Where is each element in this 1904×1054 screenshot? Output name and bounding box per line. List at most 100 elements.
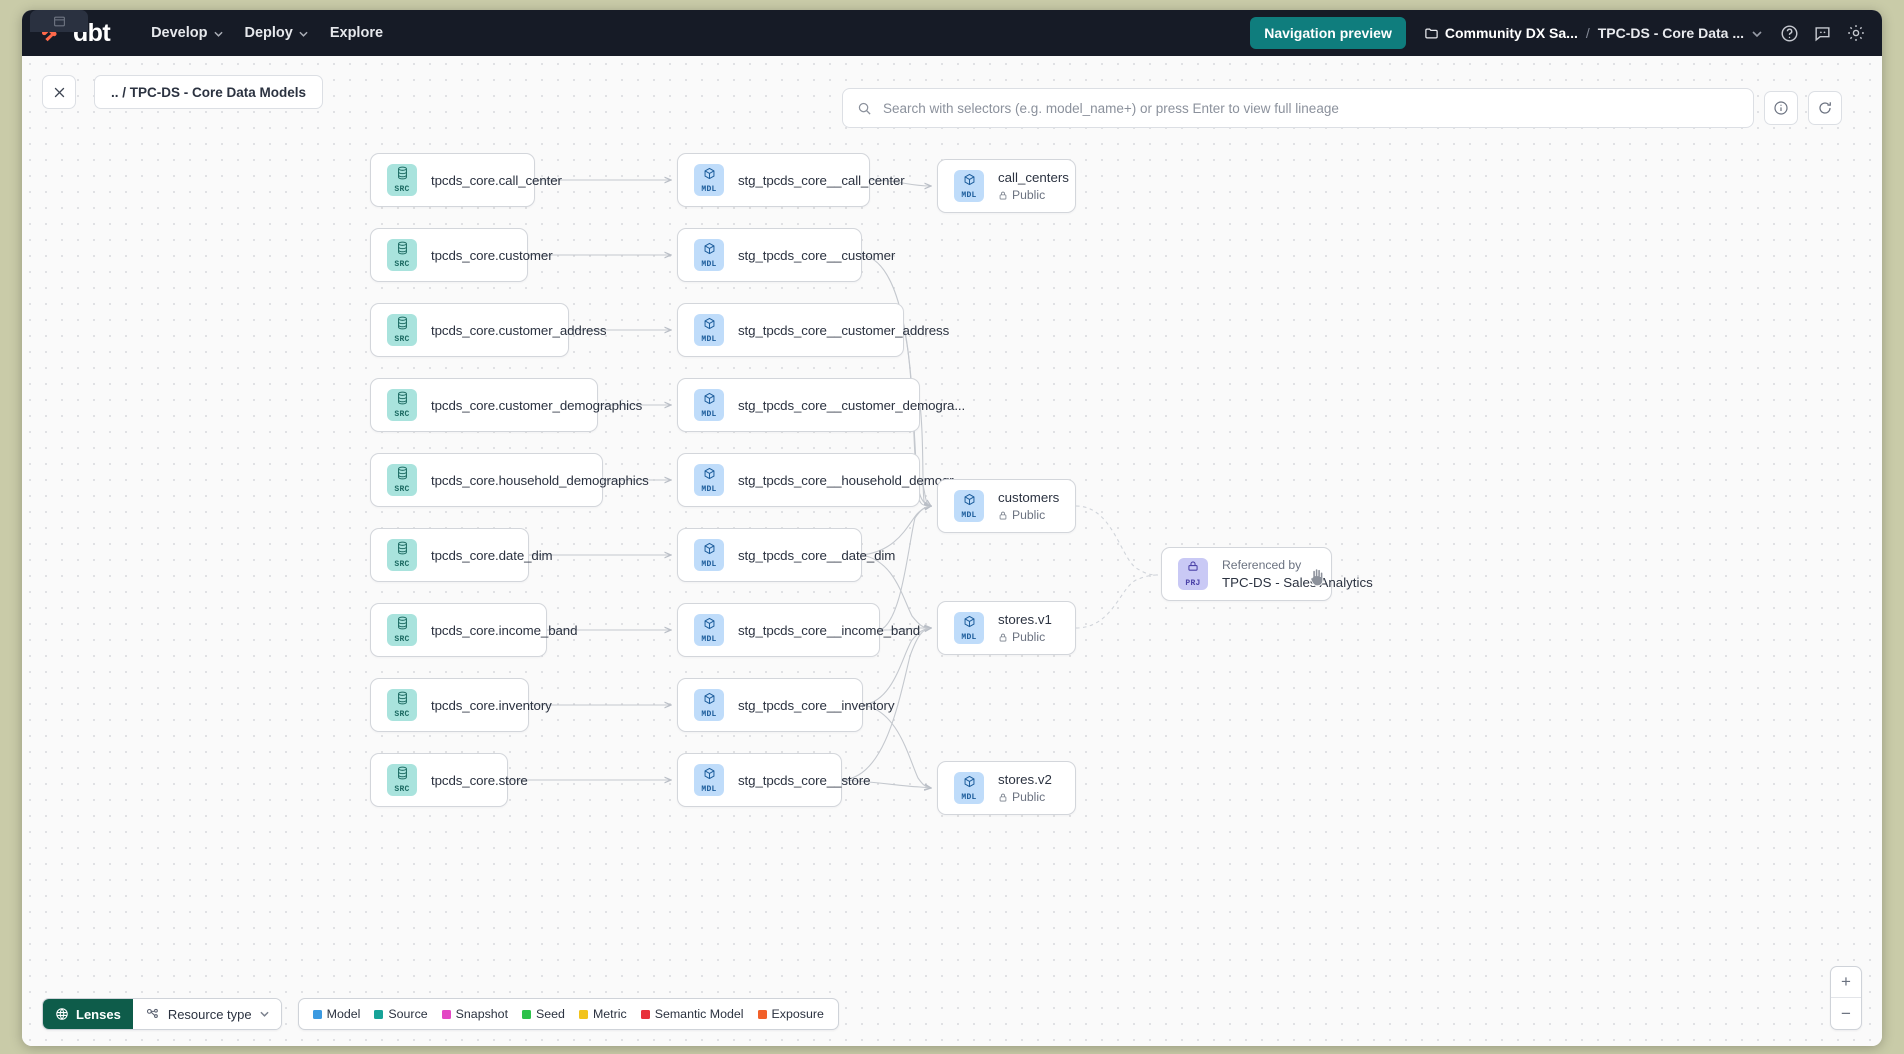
nav-item-explore[interactable]: Explore: [319, 19, 394, 47]
lock-icon: [1186, 560, 1200, 579]
chevron-down-icon[interactable]: [1752, 31, 1762, 37]
cube-icon: [963, 775, 976, 793]
nav-item-deploy[interactable]: Deploy: [234, 19, 319, 47]
model-badge: MDL: [694, 464, 724, 496]
access-label: Public: [1012, 790, 1046, 804]
breadcrumb-separator: /: [1585, 25, 1590, 41]
folder-icon: [1425, 28, 1438, 38]
refresh-button[interactable]: [1808, 91, 1842, 125]
model-badge-label: MDL: [701, 709, 717, 719]
project-badge: PRJ: [1178, 558, 1208, 590]
refresh-icon: [1819, 102, 1831, 114]
close-icon: [54, 87, 64, 97]
cube-icon: [963, 615, 976, 633]
model-badge: MDL: [954, 612, 984, 644]
resource-type-label: Resource type: [167, 1006, 252, 1022]
lineage-info-button[interactable]: [1764, 91, 1798, 125]
database-icon: [396, 766, 409, 785]
legend-item: Snapshot: [441, 1007, 509, 1021]
lenses-button[interactable]: Lenses: [43, 999, 133, 1029]
model-badge: MDL: [694, 614, 724, 646]
lineage-toolbar: .. / TPC-DS - Core Data Models: [22, 56, 1882, 128]
lineage-node-label: tpcds_core.date_dim: [431, 547, 553, 563]
browser-tab-nub[interactable]: [30, 10, 88, 32]
lineage-node-label: stores.v2: [998, 772, 1052, 787]
breadcrumb-account[interactable]: Community DX Sa...: [1424, 25, 1578, 41]
database-icon: [396, 391, 409, 410]
database-icon: [396, 691, 409, 710]
gear-icon[interactable]: [1846, 23, 1866, 43]
help-circle-icon[interactable]: [1780, 24, 1799, 43]
search-toolbar: [842, 88, 1842, 128]
nav-item-deploy-label: Deploy: [244, 25, 293, 41]
legend-label: Semantic Model: [654, 1007, 744, 1021]
legend-swatch: [757, 1009, 767, 1019]
chat-icon[interactable]: [1813, 24, 1832, 43]
bottom-toolbar: Lenses Resource type Model Source Snapshot…: [42, 998, 839, 1030]
cube-icon: [703, 242, 716, 260]
model-badge-label: MDL: [701, 184, 717, 194]
legend-label: Snapshot: [455, 1007, 509, 1021]
navigation-preview-button[interactable]: Navigation preview: [1250, 17, 1406, 49]
model-badge-label: MDL: [701, 634, 717, 644]
lock-icon: [999, 511, 1007, 519]
nav-item-develop-label: Develop: [151, 25, 208, 41]
nav-item-develop[interactable]: Develop: [140, 19, 233, 47]
resource-type-filter[interactable]: Resource type: [132, 999, 281, 1029]
close-button[interactable]: [42, 75, 76, 109]
source-badge: SRC: [387, 614, 417, 646]
breadcrumb: Community DX Sa... / TPC-DS - Core Data …: [1424, 25, 1762, 41]
legend-label: Model: [326, 1007, 361, 1021]
lenses-icon: [56, 1008, 68, 1020]
search-input[interactable]: [883, 100, 1739, 116]
lineage-node-label: tpcds_core.call_center: [431, 172, 562, 188]
model-badge-label: MDL: [701, 559, 717, 569]
top-navigation-bar: dbt Develop Deploy Explore Navigation pr…: [22, 10, 1882, 56]
legend-label: Source: [388, 1007, 428, 1021]
breadcrumb-project-label[interactable]: TPC-DS - Core Data ...: [1597, 25, 1744, 41]
breadcrumb-chip[interactable]: .. / TPC-DS - Core Data Models: [94, 75, 324, 109]
search-box[interactable]: [842, 88, 1754, 128]
cube-icon: [703, 467, 716, 485]
access-label: Public: [1012, 630, 1046, 644]
lineage-node-label: tpcds_core.inventory: [431, 697, 552, 713]
lineage-node-label: tpcds_core.customer: [431, 247, 553, 263]
source-badge-label: SRC: [394, 335, 410, 344]
legend-swatch: [312, 1009, 322, 1019]
legend-item: Source: [374, 1007, 428, 1021]
model-badge-label: MDL: [961, 190, 977, 200]
lineage-node-label: tpcds_core.store: [431, 772, 528, 788]
project-badge-label: PRJ: [1185, 579, 1201, 588]
cube-icon: [703, 317, 716, 335]
zoom-in-button[interactable]: +: [1831, 967, 1861, 998]
zoom-controls: + −: [1830, 966, 1862, 1030]
chevron-down-icon: [213, 31, 223, 37]
zoom-out-button[interactable]: −: [1841, 1003, 1851, 1023]
